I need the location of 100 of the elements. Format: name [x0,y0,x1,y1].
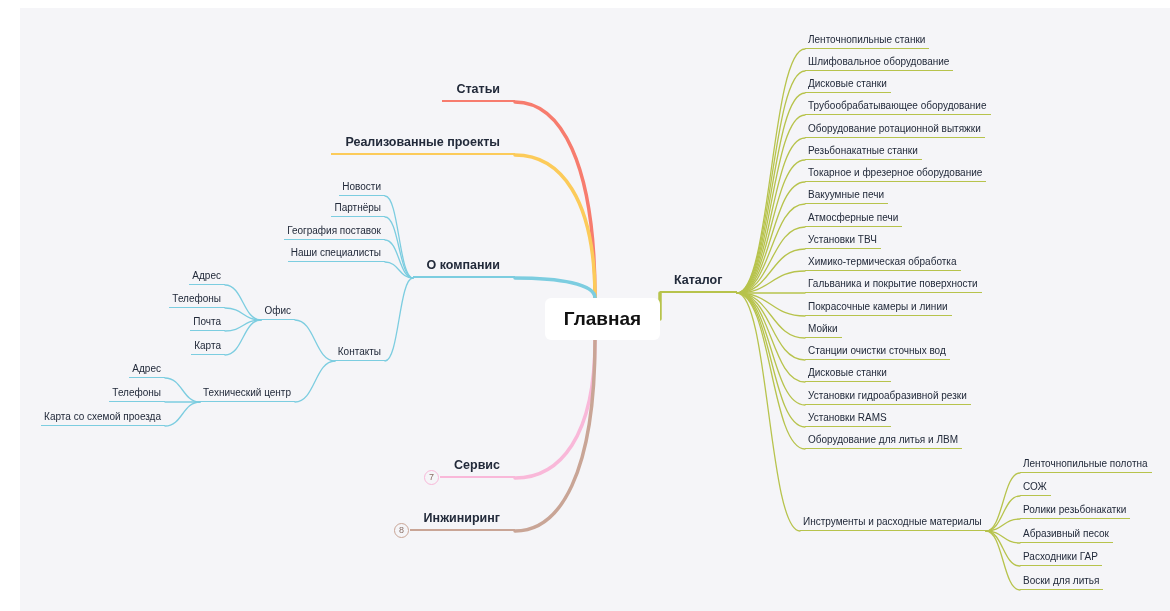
subtopic [287,245,385,262]
topic-text: Партнёры [334,202,381,213]
subtopic [805,410,891,427]
subtopic [805,121,985,138]
branch-line [985,530,1021,544]
subtopic [1020,479,1051,496]
branch-line [224,319,262,356]
topic-text: Установки ТВЧ [808,234,877,245]
subtopic [805,388,971,405]
topic-text: Наши специалисты [290,247,381,258]
branch-line [985,530,1021,591]
subtopic [200,385,295,402]
subtopic [331,200,385,217]
topic-text: Почта [193,316,221,327]
topic-text: Карта со схемой проезда [44,411,161,422]
topic-text: Телефоны [112,387,161,398]
topic-text: Сервис [454,459,500,473]
central-topic-text: Главная [563,308,642,330]
subtopic [805,210,903,227]
topic-text: Трубообрабатывающее оборудование [808,100,987,111]
branch-line [985,518,1021,532]
subtopic [805,276,982,293]
topic-text: Атмосферные печи [808,212,899,223]
topic-text: Покрасочные камеры и линии [808,301,948,312]
subtopic [805,187,888,204]
subtopic [805,76,891,93]
branch-line [384,261,414,279]
topic-text: Инжиниринг [423,512,500,526]
topic-text: Химико-термическая обработка [808,256,957,267]
subtopic [805,232,881,249]
branch-line [164,401,201,427]
subtopic [190,314,225,331]
topic-text: Реализованные проекты [345,136,500,150]
branch-line [513,276,597,300]
topic-text: Установки RAMS [808,412,887,423]
topic-text: Установки гидроабразивной резки [808,390,967,401]
topic-text: Оборудование ротационной вытяжки [808,123,981,134]
branch-line [658,291,662,321]
topic-text: Дисковые станки [808,78,887,89]
topic-text: Статьи [456,83,500,97]
subtopic [1020,502,1131,519]
subtopic [805,365,891,382]
topic-text: Ленточнопильные станки [808,34,926,45]
branch-line [294,319,336,362]
topic-text: Ролики резьбонакатки [1023,504,1127,515]
subtopic [805,254,961,271]
topic-text: Офис [264,305,291,316]
subtopic [339,179,385,196]
topic-text: Станции очистки сточных вод [808,345,946,356]
subtopic [805,343,950,360]
subtopic [1020,573,1104,590]
branch-line [384,277,414,362]
branch-line [164,401,201,403]
subtopic [805,32,930,49]
topic-text: Ленточнопильные полотна [1023,458,1148,469]
topic-text: Расходники ГАР [1023,551,1098,562]
branch-line [736,292,801,532]
topic-text: Дисковые станки [808,367,887,378]
subtopic [284,223,385,240]
subtopic [800,514,986,531]
subtopic [129,361,165,378]
topic-text: Карта [194,340,221,351]
topic-text: Адрес [192,270,221,281]
subtopic [805,98,991,115]
subtopic [109,385,165,402]
subtopic [805,54,954,71]
subtopic [805,299,952,316]
central-topic-box [545,298,660,340]
subtopic [334,344,385,361]
branch-line [294,360,336,403]
topic-text: Абразивный песок [1023,528,1109,539]
branch-line [224,319,262,332]
subtopic [191,338,225,355]
subtopic [805,321,842,338]
topic-text: Инструменты и расходные материалы [803,516,982,527]
topic-text: СОЖ [1023,481,1047,492]
subtopic [1020,526,1113,543]
topic-text: Телефоны [172,293,221,304]
topic-text: Воски для литья [1023,575,1100,586]
topic-text: Оборудование для литья и ЛВМ [808,434,958,445]
topic-text: Технический центр [203,387,291,398]
subtopic [805,165,987,182]
topic-text: О компании [426,259,500,273]
topic-text: Вакуумные печи [808,189,884,200]
subtopic [189,268,225,285]
subtopic [169,291,225,308]
topic-text: Шлифовальное оборудование [808,56,950,67]
topic-text: География поставок [287,225,381,236]
subtopic [261,303,295,320]
subtopic [41,409,165,426]
topic-text: Новости [342,181,381,192]
branch-line [513,338,597,533]
subtopic [805,143,922,160]
topic-text: Гальваника и покрытие поверхности [808,278,978,289]
topic-text: Адрес [132,363,161,374]
branch-line [384,216,414,279]
subtopic [805,432,962,449]
topic-text: Токарное и фрезерное оборудование [808,167,983,178]
subtopic [1020,549,1102,566]
topic-text: Резьбонакатные станки [808,145,918,156]
